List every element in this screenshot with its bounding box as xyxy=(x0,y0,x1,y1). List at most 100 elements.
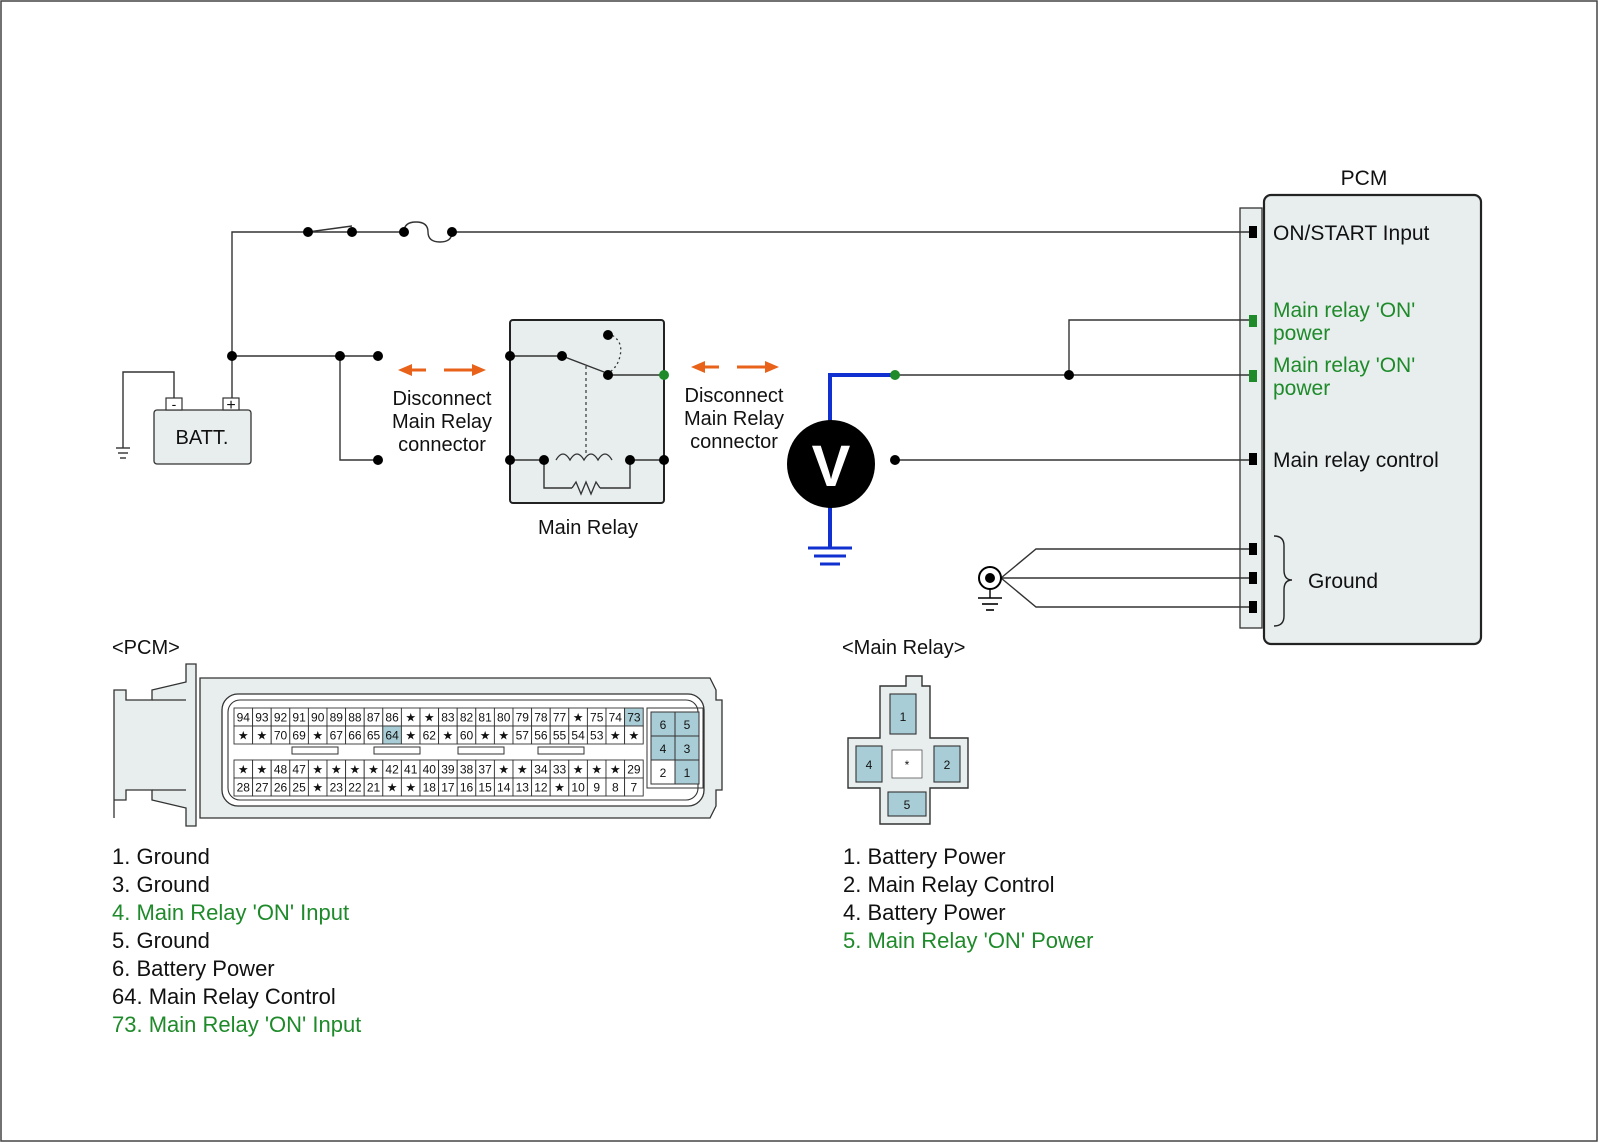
pcm-pin-label: 25 xyxy=(292,781,306,795)
main-relay-on-power-label-1: Main relay 'ON' xyxy=(1273,299,1415,322)
legend-item: 64. Main Relay Control xyxy=(112,984,336,1009)
disconnect-label-right-2: Main Relay xyxy=(684,408,784,430)
pcm-pin-label: 48 xyxy=(274,763,288,777)
pcm-pin-label: ★ xyxy=(312,781,323,795)
pcm-pin-label: 40 xyxy=(423,763,437,777)
main-relay-on-power-label-1b: power xyxy=(1273,322,1330,345)
legend-item: 6. Battery Power xyxy=(112,956,275,981)
pcm-pin-label: 8 xyxy=(612,781,619,795)
pcm-pin-label: ★ xyxy=(629,729,640,743)
pcm-pin-label: ★ xyxy=(573,763,584,777)
relay-legend: 1. Battery Power 2. Main Relay Control 4. … xyxy=(843,844,1094,953)
pcm-pin-label: 91 xyxy=(292,711,306,725)
pcm-pin-label: 56 xyxy=(534,729,548,743)
pcm-block-pin-label: 4 xyxy=(660,742,667,756)
pcm-pin-label: 14 xyxy=(497,781,511,795)
pcm-pin-label: ★ xyxy=(480,729,491,743)
pcm-pin-cell xyxy=(624,725,644,745)
pcm-title: PCM xyxy=(1341,167,1388,190)
disconnect-label-right-1: Disconnect xyxy=(685,385,784,407)
voltmeter-label: V xyxy=(812,434,851,499)
pcm-pin-label: 42 xyxy=(385,763,399,777)
pcm-pin-label: 34 xyxy=(534,763,548,777)
pcm-pin-label: ★ xyxy=(405,729,416,743)
pcm-pin-label: 83 xyxy=(441,711,455,725)
pcm-block-pin-cell xyxy=(674,735,700,761)
pcm-pin-label: ★ xyxy=(610,729,621,743)
voltmeter: V xyxy=(787,370,900,566)
main-relay: Main Relay xyxy=(505,319,669,539)
wiring xyxy=(116,221,1249,611)
pcm-pin-label: 9 xyxy=(593,781,600,795)
legend-item: 5. Ground xyxy=(112,928,210,953)
pcm-pin-label: 94 xyxy=(237,711,251,725)
pcm-pin-label: 23 xyxy=(330,781,344,795)
relay-pin-5: 5 xyxy=(904,798,911,812)
pcm-pin-label: 29 xyxy=(627,763,641,777)
pcm-pin-label: ★ xyxy=(443,729,454,743)
pcm-pin-label: 12 xyxy=(534,781,548,795)
pcm-pin-label: 38 xyxy=(460,763,474,777)
pcm-pin-label: ★ xyxy=(591,763,602,777)
disconnect-arrows-left xyxy=(398,364,486,376)
relay-connector-title: <Main Relay> xyxy=(842,637,965,659)
legend-item: 4. Main Relay 'ON' Input xyxy=(112,900,349,925)
pcm-pin-label: 62 xyxy=(423,729,437,743)
pcm-pin-label: 89 xyxy=(330,711,344,725)
pcm-pin-label: 26 xyxy=(274,781,288,795)
pcm-pin-label: ★ xyxy=(312,763,323,777)
legend-item: 73. Main Relay 'ON' Input xyxy=(112,1012,361,1037)
relay-pin-2: 2 xyxy=(944,758,951,772)
legend-item: 4. Battery Power xyxy=(843,900,1006,925)
pcm-block-pin-label: 2 xyxy=(660,766,667,780)
pcm-pin-label: ★ xyxy=(368,763,379,777)
relay-pin-1: 1 xyxy=(900,710,907,724)
pcm-pin-label: ★ xyxy=(405,711,416,725)
pcm-pin-label: 80 xyxy=(497,711,511,725)
pcm-pin-label: 18 xyxy=(423,781,437,795)
pcm-pin-label: ★ xyxy=(573,711,584,725)
relay-pin-star: * xyxy=(905,758,910,772)
pcm-pin-label: 78 xyxy=(534,711,548,725)
pcm-pin-label: 22 xyxy=(348,781,362,795)
pcm-block-pin-cell xyxy=(674,759,700,785)
pcm-block-pin-cell xyxy=(650,759,676,785)
pcm-pin-label: 17 xyxy=(441,781,455,795)
pcm-pin-label: 33 xyxy=(553,763,567,777)
pcm-pin-label: 60 xyxy=(460,729,474,743)
pcm-pin-cell xyxy=(624,777,644,797)
legend-item: 1. Battery Power xyxy=(843,844,1006,869)
pcm-pin-label: 47 xyxy=(292,763,306,777)
pcm-pin-label: 27 xyxy=(255,781,269,795)
pcm-block-pin-cell xyxy=(674,711,700,737)
pcm-pin-label: ★ xyxy=(238,763,249,777)
legend-item: 2. Main Relay Control xyxy=(843,872,1055,897)
relay-connector: <Main Relay> * 1 4 2 5 xyxy=(842,637,969,825)
pcm-pin-label: ★ xyxy=(498,729,509,743)
pcm-pin-label: 67 xyxy=(330,729,344,743)
pcm-pin-label: ★ xyxy=(498,763,509,777)
pcm-pin-label: ★ xyxy=(554,781,565,795)
disconnect-label-left-1: Disconnect xyxy=(393,388,492,410)
pcm-pin-label: ★ xyxy=(238,729,249,743)
disconnect-label-right-3: connector xyxy=(690,431,778,453)
pcm-pin-label: 93 xyxy=(255,711,269,725)
pcm-pin-label: 28 xyxy=(237,781,251,795)
pcm-pin-label: 66 xyxy=(348,729,362,743)
pcm-pin-label: 79 xyxy=(516,711,530,725)
pcm-pin-label: 69 xyxy=(292,729,306,743)
disconnect-label-left-2: Main Relay xyxy=(392,411,492,433)
battery: - + BATT. xyxy=(153,396,252,465)
pcm-pin-label: 87 xyxy=(367,711,381,725)
pcm-pin-label: 10 xyxy=(571,781,585,795)
pcm-pin-label: 13 xyxy=(516,781,530,795)
main-relay-label: Main Relay xyxy=(538,517,638,539)
pcm-pin-label: 74 xyxy=(609,711,623,725)
legend-item: 1. Ground xyxy=(112,844,210,869)
pcm-pin-label: ★ xyxy=(424,711,435,725)
